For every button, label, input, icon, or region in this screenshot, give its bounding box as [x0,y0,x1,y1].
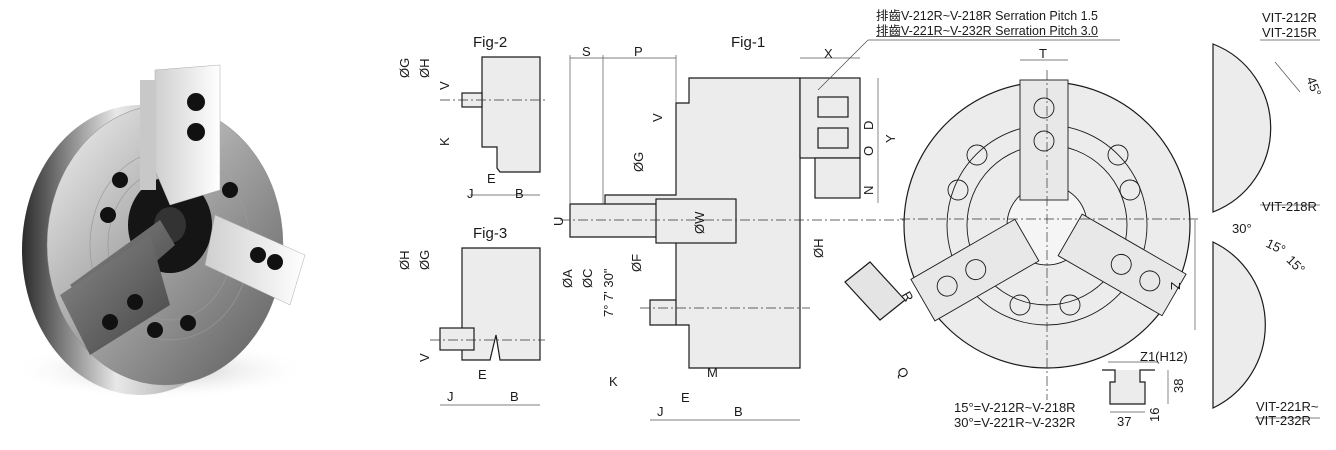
fig2-dim-v: V [437,81,452,90]
serration-note-1-prefix: 排齒 [876,9,902,23]
fig1-dim-y: Y [883,134,898,143]
fig2-dim-j: J [467,186,474,201]
front-dim-z: Z [1168,282,1183,290]
fig1-dim-k: K [609,374,618,389]
angle-note-2: 30°=V-221R~V-232R [954,415,1076,430]
variant-label-218: VIT-218R [1262,199,1317,214]
fig1-dim-j: J [657,404,664,419]
serration-note-2: 排齒V-221R~V-232R Serration Pitch 3.0 [876,23,1099,38]
tslot-dim-16: 16 [1147,407,1162,422]
fig1-dim-a: ØA [560,269,575,288]
fig1-dim-o: O [861,145,876,156]
fig1-flange [655,198,737,244]
serration-note-2-text: V-221R~V-232R Serration Pitch 3.0 [901,23,1099,38]
fig2-dim-e: E [487,171,496,186]
fig2-dim-k: K [437,137,452,146]
fig1-dim-s: S [582,44,591,59]
fig3-bolt [439,327,475,351]
tslot-z1: Z1(H12) [1140,349,1188,364]
fig3-dim-h: ØH [397,250,412,271]
fig3-dim-b: B [510,389,519,404]
tslot-dim-37: 37 [1117,414,1132,429]
fig1-taper-angle: 7° 7' 30" [601,268,616,317]
fig1-dim-h: ØH [811,238,826,259]
tslot-profile [1102,369,1155,405]
variant-label-221: VIT-221R~ [1256,399,1319,414]
variant-label-232: VIT-232R [1256,413,1311,428]
fig2-dim-g: ØG [397,57,412,78]
fig1-dim-v: V [650,113,665,122]
angle-note-1: 15°=V-212R~V-218R [954,400,1076,415]
fig1-dim-p: P [634,44,643,59]
fig2-body [481,56,541,173]
fig1-dim-e: E [681,390,690,405]
tslot-dim-38: 38 [1171,378,1186,393]
serration-notes: 排齒V-212R~V-218R Serration Pitch 1.5 排齒V-… [876,10,1098,37]
fig1-title: Fig-1 [731,34,766,51]
jaw-serration-view [844,261,906,321]
fig3-dim-v: V [417,353,432,362]
variant-bottom [1212,241,1266,409]
fig1-dim-g: ØG [631,151,646,172]
fig1-dim-x: X [824,46,833,61]
front-dim-t: T [1039,46,1047,61]
fig3-body [461,247,541,361]
variant-label-215: VIT-215R [1262,25,1317,40]
fig3-dim-j: J [447,389,454,404]
variant-angle-30: 30° [1232,221,1252,236]
fig1-dim-b: B [734,404,743,419]
fig1-dim-d: D [861,120,876,130]
chuck-illustration [10,64,310,400]
product-photo [0,40,385,440]
fig2-dim-b: B [515,186,524,201]
fig1-dim-c: ØC [580,268,595,289]
variant-label-212: VIT-212R [1262,10,1317,25]
fig1-dim-m: M [707,365,718,380]
fig2-dim-h: ØH [417,58,432,79]
serration-note-1: 排齒V-212R~V-218R Serration Pitch 1.5 [876,10,1098,23]
variant-top [1212,43,1272,213]
fig1-dim-f: ØF [629,253,644,272]
fig1-dim-u: U [551,216,566,226]
fig1-dim-n: N [861,185,876,195]
fig1-jaw-lower [814,157,861,199]
fig3-dim-g: ØG [417,249,432,270]
fig3-dim-e: E [478,367,487,382]
fig3-title: Fig-3 [473,225,508,242]
serration-note-2-prefix: 排齒 [876,23,902,38]
fig2-title: Fig-2 [473,34,508,51]
serration-note-1-text: V-212R~V-218R Serration Pitch 1.5 [901,9,1099,23]
fig1-dim-w: ØW [692,211,707,234]
